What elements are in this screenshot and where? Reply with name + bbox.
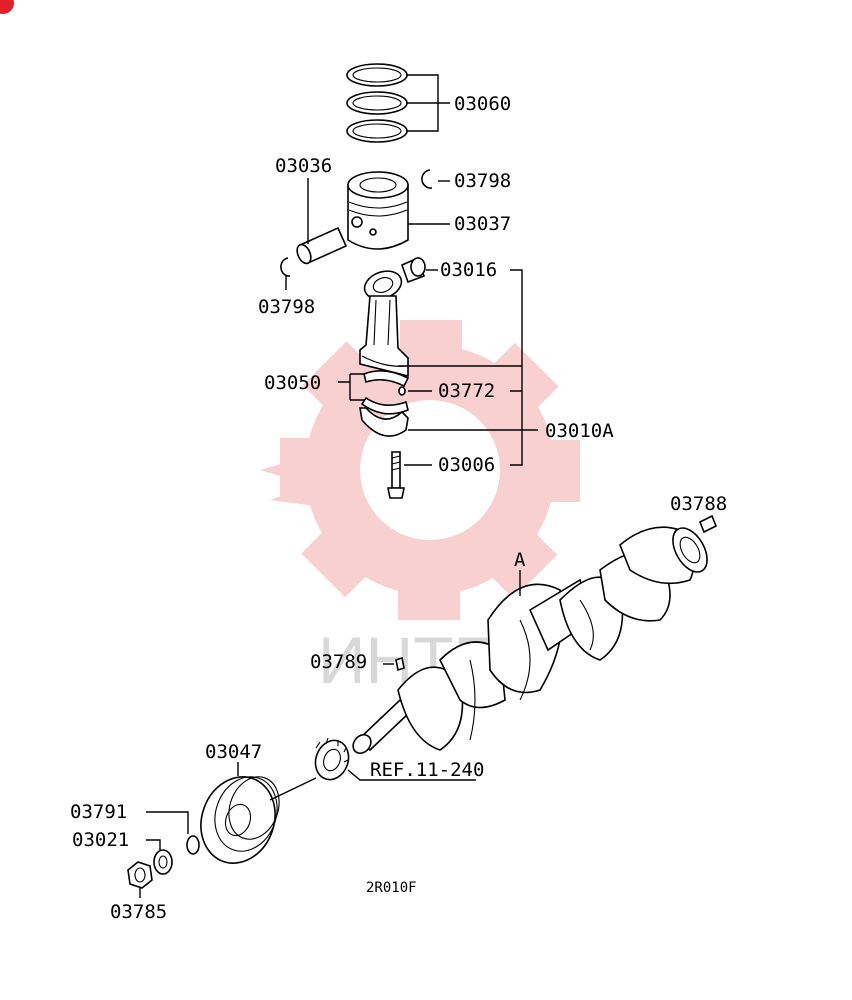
- snap-ring-top: [421, 169, 433, 189]
- label-03785: 03785: [110, 901, 167, 923]
- rod-cap: [359, 407, 409, 437]
- dowel-pin: [698, 514, 718, 534]
- label-03037: 03037: [454, 213, 511, 235]
- label-03798-top: 03798: [454, 170, 511, 192]
- label-03050: 03050: [264, 372, 321, 394]
- label-A: A: [514, 549, 526, 571]
- piston-rings: [346, 63, 408, 143]
- diagram-code: 2R010F: [366, 880, 417, 896]
- label-03060: 03060: [454, 93, 511, 115]
- crank-nut: [127, 861, 153, 889]
- piston: [347, 171, 409, 250]
- crank-gear: [314, 737, 350, 781]
- label-03021: 03021: [72, 829, 129, 851]
- woodruff-key: [395, 656, 405, 672]
- label-03789: 03789: [310, 651, 367, 673]
- label-03010a: 03010A: [545, 420, 614, 442]
- label-03788: 03788: [670, 493, 727, 515]
- rod-bolt: [387, 451, 405, 499]
- crank-pulley: [200, 776, 280, 864]
- washer: [153, 849, 173, 875]
- connecting-rod: [359, 270, 409, 378]
- rod-nut: [398, 386, 406, 396]
- label-03791: 03791: [70, 801, 127, 823]
- bushing: [400, 256, 426, 284]
- label-03772: 03772: [438, 380, 495, 402]
- label-03006: 03006: [438, 454, 495, 476]
- label-03036: 03036: [275, 155, 332, 177]
- label-03016: 03016: [440, 259, 497, 281]
- snap-ring-left: [280, 257, 291, 277]
- o-ring: [186, 835, 200, 855]
- crankshaft: [352, 526, 708, 755]
- bearing-lower: [360, 396, 409, 415]
- label-ref: REF.11-240: [370, 759, 484, 781]
- label-03047: 03047: [205, 741, 262, 763]
- bearing-upper: [363, 370, 410, 388]
- piston-pin: [296, 226, 348, 265]
- watermark-gear-icon: [260, 320, 580, 620]
- corner-badge: [0, 0, 14, 14]
- label-03798-left: 03798: [258, 296, 315, 318]
